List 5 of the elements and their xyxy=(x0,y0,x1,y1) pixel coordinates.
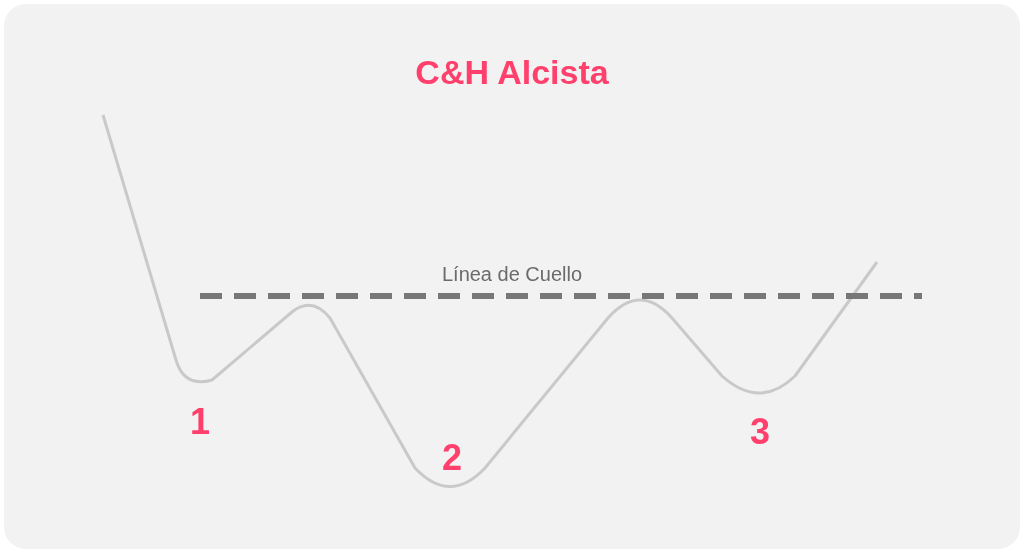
chart-title: C&H Alcista xyxy=(415,55,609,89)
trough-number: 3 xyxy=(750,414,770,450)
neckline-label: Línea de Cuello xyxy=(441,264,583,284)
trough-number: 2 xyxy=(442,440,462,476)
trough-number: 1 xyxy=(190,404,210,440)
